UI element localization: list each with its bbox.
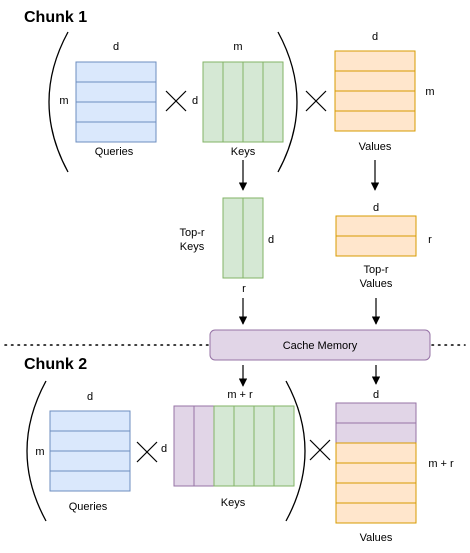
- chunk2-right-bracket: [285, 380, 306, 522]
- chunk1-keys-dim-top: m: [233, 41, 242, 53]
- chunk1-keys-dim-side: d: [192, 95, 198, 107]
- multiply-icon: [165, 90, 187, 112]
- chunk1-queries-dim-top: d: [113, 41, 119, 53]
- cache-memory-label: Cache Memory: [283, 340, 358, 352]
- chunk2-keys-label: Keys: [221, 497, 246, 509]
- topr-keys-label-line1: Top-r: [179, 227, 204, 239]
- multiply-icon: [136, 441, 158, 463]
- chunk1-queries-matrix: [75, 61, 157, 143]
- chunk2-queries-matrix: [49, 410, 131, 492]
- chunk2-keys-matrix: [173, 405, 295, 487]
- chunk2-title: Chunk 2: [24, 356, 87, 373]
- topr-keys-dim-side: d: [268, 234, 274, 246]
- chunk1-right-bracket: [277, 31, 298, 173]
- topr-values-dim-top: d: [373, 202, 379, 214]
- chunk1-keys-matrix: [202, 61, 284, 143]
- chunk2-keys-dim-top: m + r: [227, 389, 253, 401]
- topr-values-matrix: [335, 215, 417, 257]
- chunk1-keys-label: Keys: [231, 146, 256, 158]
- topr-keys-matrix: [222, 197, 264, 279]
- chunk2-queries-dim-side: m: [35, 446, 44, 458]
- chunk2-queries-dim-top: d: [87, 391, 93, 403]
- topr-values-label-line2: Values: [360, 278, 393, 290]
- topr-keys-label-line2: Keys: [180, 241, 205, 253]
- chunk2-values-dim-side: m + r: [428, 458, 454, 470]
- chunk2-values-matrix: [335, 402, 417, 524]
- chunk1-queries-label: Queries: [95, 146, 134, 158]
- multiply-icon: [309, 439, 331, 461]
- chunk1-values-label: Values: [359, 141, 392, 153]
- chunk1-title: Chunk 1: [24, 9, 87, 26]
- topr-keys-dim-bottom: r: [242, 283, 246, 295]
- chunk1-values-dim-top: d: [372, 31, 378, 43]
- chunk2-keys-dim-side: d: [161, 443, 167, 455]
- chunk1-values-dim-side: m: [425, 86, 434, 98]
- chunk2-values-dim-top: d: [373, 389, 379, 401]
- chunk2-values-label: Values: [360, 532, 393, 544]
- topr-values-dim-side: r: [428, 234, 432, 246]
- chunk2-left-bracket: [26, 380, 47, 522]
- chunk1-left-bracket: [48, 31, 69, 173]
- multiply-icon: [305, 90, 327, 112]
- chunk1-queries-dim-side: m: [59, 95, 68, 107]
- chunk2-queries-label: Queries: [69, 501, 108, 513]
- cache-memory-box: [209, 329, 431, 361]
- topr-values-label-line1: Top-r: [363, 264, 388, 276]
- chunk1-values-matrix: [334, 50, 416, 132]
